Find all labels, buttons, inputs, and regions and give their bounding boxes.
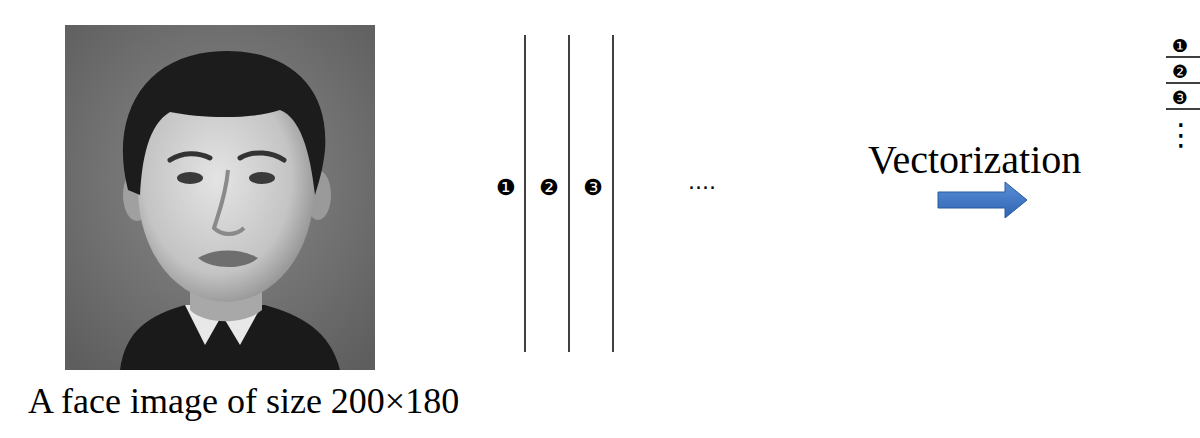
figure-caption: A face image of size 200×180 xyxy=(28,380,459,423)
callout-number: ❸ xyxy=(1172,88,1188,108)
callout-number: ❶ xyxy=(1172,36,1188,56)
separator-line xyxy=(1166,56,1200,58)
process-label: Vectorization xyxy=(868,138,1081,182)
block-arrow xyxy=(938,182,1027,218)
column-line xyxy=(568,35,570,352)
left-brow xyxy=(170,154,210,160)
callout-number: ❷ xyxy=(1172,62,1188,82)
ellipsis: ···· xyxy=(688,176,716,200)
column-line xyxy=(524,35,526,352)
separator-line xyxy=(1166,108,1200,110)
face-photo xyxy=(65,25,375,370)
separator-line xyxy=(1166,82,1200,84)
callout-number: ❶ xyxy=(496,176,516,200)
column-line xyxy=(612,35,614,352)
hair xyxy=(123,51,325,195)
photo-background xyxy=(65,25,375,370)
column-lines xyxy=(525,35,613,352)
callout-number: ❸ xyxy=(583,176,603,200)
mouth xyxy=(198,251,258,268)
right-brow xyxy=(240,153,284,160)
nose xyxy=(214,170,244,234)
left-eye xyxy=(177,172,203,184)
callout-number: ❷ xyxy=(539,176,559,200)
right-eye xyxy=(249,172,275,184)
vertical-ellipsis: ⋮ xyxy=(1166,118,1196,151)
vector-separators xyxy=(1166,57,1200,109)
